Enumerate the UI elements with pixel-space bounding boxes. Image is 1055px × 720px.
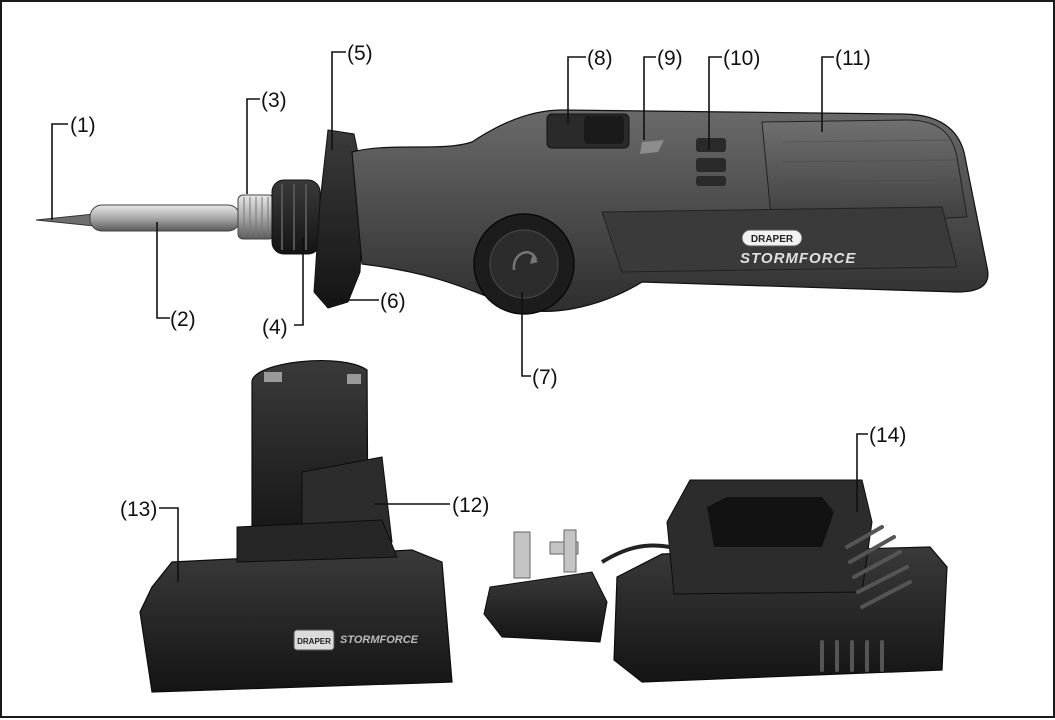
draper-logo: DRAPER — [751, 234, 794, 245]
leader-6 — [331, 299, 379, 302]
label-3: (3) — [261, 89, 287, 112]
indicator-led — [640, 140, 664, 154]
label-7: (7) — [532, 366, 558, 389]
soldering-iron: DRAPER STORMFORCE — [35, 109, 989, 315]
charger — [483, 479, 948, 683]
brand-plate: DRAPER STORMFORCE — [740, 229, 856, 267]
leader-1 — [51, 123, 68, 220]
soldering-tip — [35, 213, 95, 227]
label-8: (8) — [587, 47, 613, 70]
battery-draper-logo: DRAPER — [297, 637, 331, 646]
tip-guard — [313, 129, 365, 309]
label-1: (1) — [70, 114, 96, 137]
callout-labels: (1) (2) (3) (4) (5) (6) (7) (8) (9) (10)… — [70, 42, 906, 521]
battery-stormforce-wordmark: STORMFORCE — [340, 634, 419, 646]
battery-base — [139, 549, 453, 693]
leader-11 — [821, 56, 834, 132]
leader-lines — [51, 51, 868, 582]
leader-4 — [294, 237, 304, 326]
battery-pack: DRAPER STORMFORCE — [139, 360, 453, 693]
leader-3 — [246, 98, 260, 194]
leader-14 — [856, 433, 868, 512]
label-11: (11) — [835, 47, 871, 70]
label-9: (9) — [657, 47, 683, 70]
label-13: (13) — [120, 498, 157, 521]
temperature-buttons — [696, 138, 726, 186]
label-5: (5) — [347, 42, 373, 65]
retaining-collar — [271, 179, 321, 255]
leader-8 — [567, 56, 586, 124]
label-12: (12) — [452, 494, 489, 517]
label-2: (2) — [170, 308, 196, 331]
leader-9 — [643, 56, 656, 140]
label-6: (6) — [380, 290, 406, 313]
mains-plug — [483, 571, 608, 643]
label-10: (10) — [723, 47, 760, 70]
leader-10 — [708, 56, 722, 150]
leader-7 — [521, 292, 531, 377]
leader-13 — [159, 507, 179, 582]
charger-vents — [820, 525, 912, 672]
label-4: (4) — [262, 316, 288, 339]
label-14: (14) — [869, 424, 906, 447]
leader-2 — [156, 222, 170, 319]
stormforce-wordmark: STORMFORCE — [740, 250, 856, 267]
heating-barrel — [89, 204, 241, 232]
leader-5 — [331, 51, 346, 150]
